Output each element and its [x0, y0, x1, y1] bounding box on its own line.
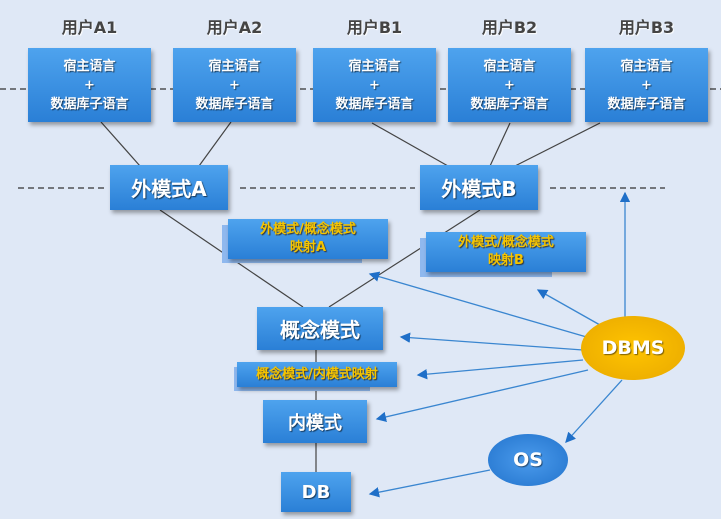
host-language: 宿主语言 [483, 58, 536, 74]
mapping-name: 映射B [488, 253, 524, 268]
external-schema-a: 外模式A [110, 165, 228, 210]
dbms-ellipse: DBMS [581, 316, 685, 380]
user-language-box: 宿主语言 + 数据库子语言 [28, 48, 151, 122]
external-schema-b: 外模式B [420, 165, 538, 210]
plus: + [84, 77, 95, 93]
plus: + [229, 77, 240, 93]
plus: + [369, 77, 380, 93]
plus: + [504, 77, 515, 93]
user-label: 用户B1 [346, 18, 403, 37]
external-conceptual-mapping-a: 外模式/概念模式映射A [228, 219, 388, 259]
user-language-box: 宿主语言 + 数据库子语言 [173, 48, 296, 122]
plus: + [641, 77, 652, 93]
db-sublanguage: 数据库子语言 [50, 96, 129, 112]
host-language: 宿主语言 [208, 58, 261, 74]
conceptual-schema: 概念模式 [257, 307, 383, 350]
user-language-box: 宿主语言 + 数据库子语言 [313, 48, 436, 122]
user-label: 用户B2 [481, 18, 538, 37]
os-ellipse: OS [488, 434, 568, 486]
user-language-box: 宿主语言 + 数据库子语言 [585, 48, 708, 122]
host-language: 宿主语言 [620, 58, 673, 74]
user-language-box: 宿主语言 + 数据库子语言 [448, 48, 571, 122]
user-label: 用户B3 [618, 18, 675, 37]
user-label: 用户A2 [206, 18, 263, 37]
db-sublanguage: 数据库子语言 [335, 96, 414, 112]
database: DB [281, 472, 351, 512]
user-label: 用户A1 [61, 18, 118, 37]
db-sublanguage: 数据库子语言 [607, 96, 686, 112]
host-language: 宿主语言 [348, 58, 401, 74]
mapping-title: 外模式/概念模式 [260, 222, 356, 237]
external-conceptual-mapping-b: 外模式/概念模式映射B [426, 232, 586, 272]
db-sublanguage: 数据库子语言 [195, 96, 274, 112]
conceptual-internal-mapping: 概念模式/内模式映射 [237, 362, 397, 387]
mapping-title: 外模式/概念模式 [458, 235, 554, 250]
internal-schema: 内模式 [263, 400, 367, 443]
db-sublanguage: 数据库子语言 [470, 96, 549, 112]
host-language: 宿主语言 [63, 58, 116, 74]
mapping-name: 映射A [289, 240, 327, 255]
